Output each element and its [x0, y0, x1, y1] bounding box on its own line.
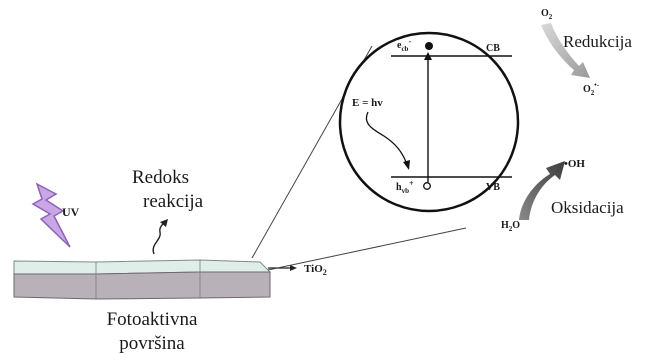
energy-label: E = hv [352, 97, 383, 109]
oxidation-label: Oksidacija [551, 198, 624, 217]
substrate-layer [13, 271, 271, 300]
tio2-pointer-head [290, 265, 297, 271]
cb-label: CB [486, 43, 500, 54]
o2-radical-label: O2•- [583, 81, 600, 97]
vb-label: VB [486, 182, 500, 193]
hole-circle [423, 182, 431, 190]
h2o-label: H2O [501, 220, 520, 233]
redox-label-line1: Redoks [132, 167, 189, 188]
oxidation-arrow [519, 161, 565, 220]
oh-radical-label: •OH [564, 158, 585, 170]
o2-label: O2 [541, 8, 553, 21]
reduction-label: Redukcija [563, 32, 632, 51]
surface-label-line2: površina [119, 333, 185, 354]
photoactive-surface [13, 259, 272, 300]
surface-label-line1: Fotoaktivna [107, 309, 198, 330]
band-diagram-circle [338, 31, 520, 213]
energy-curved-arrow [365, 111, 407, 163]
excitation-arrow-head [424, 52, 432, 60]
energy-arrow-head [403, 160, 410, 170]
uv-bolt-icon [31, 182, 71, 248]
electron-label: ecb- [397, 37, 411, 53]
tio2-label: TiO2 [304, 263, 327, 277]
hole-label: hvb+ [396, 179, 414, 195]
reduction-arrow [541, 23, 590, 78]
zoom-line-lower [267, 227, 467, 271]
redox-arrow-head [160, 219, 168, 227]
uv-label: UV [62, 205, 80, 219]
redox-squiggle-arrow [152, 221, 167, 255]
electron-dot [425, 42, 433, 50]
redox-label-line2: reakcija [143, 191, 204, 212]
